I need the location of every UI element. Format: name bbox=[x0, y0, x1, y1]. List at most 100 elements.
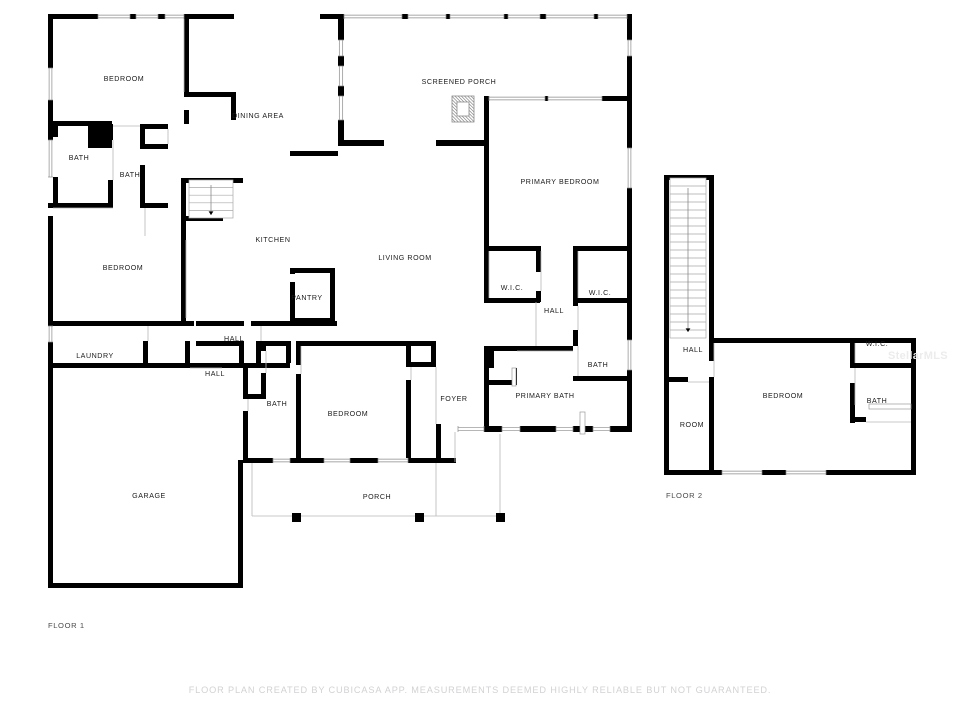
wall-segment bbox=[484, 426, 502, 432]
room-label-bath: BATH bbox=[69, 154, 90, 162]
window-opening bbox=[338, 40, 344, 56]
wall-segment bbox=[338, 120, 344, 146]
wall-segment bbox=[627, 96, 632, 148]
window-opening bbox=[338, 66, 344, 86]
wall-segment bbox=[286, 341, 291, 363]
window-opening bbox=[548, 96, 602, 101]
bath-fixture bbox=[511, 367, 517, 387]
window-opening bbox=[786, 470, 826, 475]
fireplace-firebox bbox=[456, 101, 470, 117]
wall-segment bbox=[48, 203, 53, 208]
window-opening bbox=[556, 426, 573, 432]
door-swing-layer bbox=[53, 19, 911, 462]
room-label-primary-bath: PRIMARY BATH bbox=[515, 392, 574, 400]
wall-segment bbox=[709, 338, 916, 343]
wall-segment bbox=[408, 458, 436, 463]
wall-segment bbox=[850, 343, 855, 367]
window-opening bbox=[48, 140, 53, 177]
wall-segment bbox=[148, 363, 190, 368]
wall-segment bbox=[261, 341, 266, 351]
wall-segment bbox=[484, 246, 540, 251]
wall-segment bbox=[238, 460, 243, 588]
wall-segment bbox=[256, 341, 261, 363]
wall-segment bbox=[243, 458, 273, 463]
floor-title-floor-1: FLOOR 1 bbox=[48, 621, 85, 630]
wall-segment bbox=[181, 178, 186, 240]
wall-segment bbox=[627, 14, 632, 40]
window-opening bbox=[722, 470, 762, 475]
room-label-hall: HALL bbox=[683, 346, 703, 354]
window-opening bbox=[324, 458, 350, 463]
wall-segment bbox=[627, 370, 632, 426]
wall-segment bbox=[108, 180, 113, 208]
room-label-room: ROOM bbox=[680, 421, 704, 429]
porch-post bbox=[292, 513, 301, 522]
window-opening bbox=[450, 14, 504, 19]
fireplace-hatch bbox=[451, 112, 462, 123]
wall-segment bbox=[911, 338, 916, 475]
wall-segment bbox=[664, 175, 714, 180]
wall-segment bbox=[602, 96, 632, 101]
window-opening bbox=[338, 96, 344, 120]
wall-segment bbox=[53, 121, 112, 126]
window-opening bbox=[378, 458, 408, 463]
wall-segment bbox=[290, 282, 295, 322]
wall-segment bbox=[251, 321, 289, 326]
wall-segment bbox=[338, 86, 344, 96]
wall-segment bbox=[196, 341, 244, 346]
room-label-bath: BATH bbox=[867, 397, 888, 405]
wall-segment bbox=[290, 318, 335, 323]
window-opening bbox=[546, 14, 594, 19]
window-opening bbox=[508, 14, 540, 19]
wall-segment bbox=[53, 363, 58, 368]
room-label-w-i-c: W.I.C. bbox=[501, 284, 524, 292]
room-label-hall: HALL bbox=[205, 370, 225, 378]
wall-segment bbox=[48, 14, 53, 68]
wall-segment bbox=[320, 14, 344, 19]
wall-segment bbox=[484, 346, 489, 430]
wall-segment bbox=[196, 321, 244, 326]
wall-segment bbox=[573, 298, 627, 303]
room-label-bath: BATH bbox=[267, 400, 288, 408]
thin-outline-layer bbox=[251, 434, 505, 522]
wall-segment bbox=[261, 373, 266, 399]
wall-segment bbox=[290, 151, 338, 156]
wall-segment bbox=[709, 343, 714, 361]
window-opening bbox=[598, 14, 627, 19]
room-label-bedroom: BEDROOM bbox=[103, 264, 144, 272]
wall-segment bbox=[406, 341, 411, 365]
room-label-screened-porch: SCREENED PORCH bbox=[422, 78, 497, 86]
window-opening bbox=[344, 14, 402, 19]
wall-segment bbox=[406, 380, 411, 462]
wall-segment bbox=[516, 346, 573, 351]
wall-segment bbox=[664, 175, 669, 475]
room-label-bedroom: BEDROOM bbox=[104, 75, 145, 83]
wall-segment bbox=[143, 341, 148, 368]
wall-segment bbox=[406, 362, 436, 367]
wall-segment bbox=[627, 284, 632, 340]
wall-segment bbox=[436, 458, 456, 463]
room-label-w-i-c: W.I.C. bbox=[589, 289, 612, 297]
room-label-bedroom: BEDROOM bbox=[763, 392, 804, 400]
room-label-kitchen: KITCHEN bbox=[256, 236, 291, 244]
window-opening bbox=[627, 148, 632, 188]
wall-segment bbox=[53, 203, 113, 208]
wall-segment bbox=[338, 56, 344, 66]
room-label-bedroom: BEDROOM bbox=[328, 410, 369, 418]
wall-segment bbox=[484, 346, 516, 351]
window-layer bbox=[48, 14, 827, 475]
wall-segment bbox=[190, 363, 244, 368]
wall-segment bbox=[296, 341, 301, 365]
room-label-pantry: PANTRY bbox=[291, 294, 322, 302]
room-label-dining-area: DINING AREA bbox=[232, 112, 284, 120]
window-opening bbox=[502, 426, 520, 432]
wall-layer bbox=[48, 14, 916, 588]
wall-segment bbox=[664, 377, 688, 382]
wall-segment bbox=[256, 363, 290, 368]
wall-segment bbox=[431, 341, 436, 367]
wall-segment bbox=[239, 341, 244, 363]
window-opening bbox=[165, 14, 184, 19]
wall-segment bbox=[289, 321, 337, 326]
